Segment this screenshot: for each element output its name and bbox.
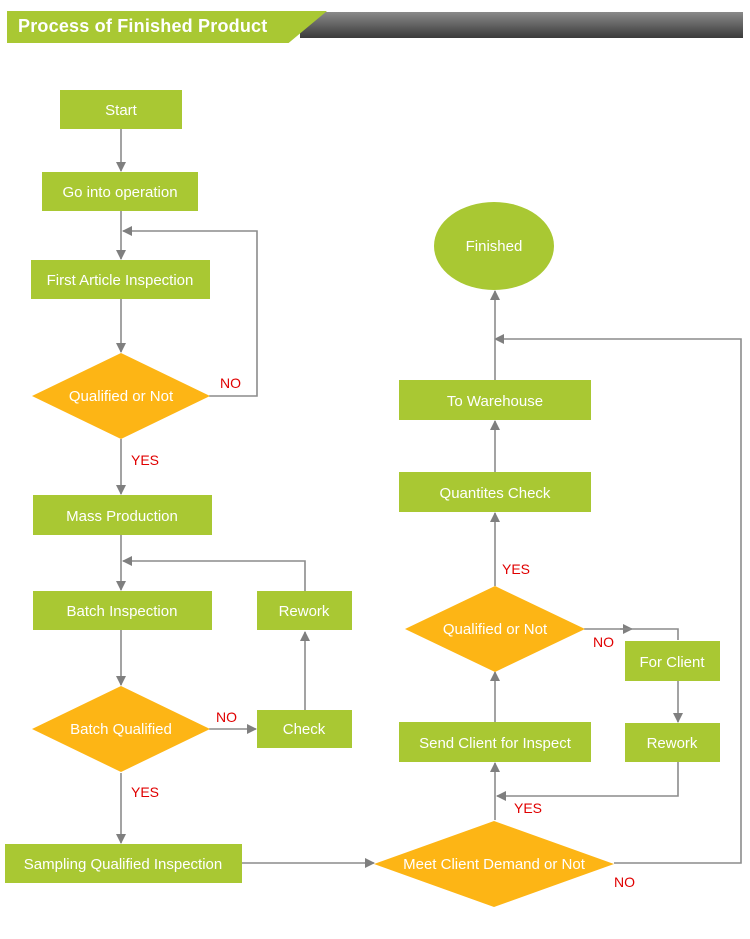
page-title: Process of Finished Product bbox=[18, 16, 268, 36]
node-rework-1-label: Rework bbox=[279, 603, 330, 620]
node-warehouse: To Warehouse bbox=[399, 380, 591, 420]
label-q1-yes: YES bbox=[131, 452, 159, 468]
edge-rework-yes-loop bbox=[496, 762, 679, 801]
node-batch-inspection: Batch Inspection bbox=[33, 591, 212, 630]
node-warehouse-label: To Warehouse bbox=[447, 393, 543, 410]
header-tab bbox=[7, 11, 327, 43]
node-batch-inspection-label: Batch Inspection bbox=[67, 603, 178, 620]
node-operation-label: Go into operation bbox=[62, 184, 177, 201]
node-meet-client-label: Meet Client Demand or Not bbox=[403, 856, 586, 873]
node-batch-qualified: Batch Qualified bbox=[32, 686, 210, 772]
edge-rework-loop bbox=[122, 556, 306, 591]
edge-meet-no-loop bbox=[494, 334, 742, 864]
edge-qualified-no-loop bbox=[122, 226, 258, 397]
node-qualified-1: Qualified or Not bbox=[32, 353, 210, 439]
node-qualified-2-label: Qualified or Not bbox=[443, 621, 548, 638]
connectors bbox=[116, 129, 742, 868]
node-for-client: For Client bbox=[625, 641, 720, 681]
node-mass-production-label: Mass Production bbox=[66, 508, 178, 525]
node-mass-production: Mass Production bbox=[33, 495, 212, 535]
label-mc-yes: YES bbox=[514, 800, 542, 816]
header-dark-bar bbox=[300, 12, 743, 38]
label-bq-yes: YES bbox=[131, 784, 159, 800]
label-q2-no: NO bbox=[593, 634, 614, 650]
node-quantities-check: Quantites Check bbox=[399, 472, 591, 512]
node-first-article: First Article Inspection bbox=[31, 260, 210, 299]
node-start-label: Start bbox=[105, 102, 138, 119]
label-q2-yes: YES bbox=[502, 561, 530, 577]
node-rework-2-label: Rework bbox=[647, 735, 698, 752]
node-first-article-label: First Article Inspection bbox=[47, 272, 194, 289]
node-check-label: Check bbox=[283, 721, 326, 738]
node-rework-1: Rework bbox=[257, 591, 352, 630]
node-batch-qualified-label: Batch Qualified bbox=[70, 721, 172, 738]
edge-for-client-line bbox=[620, 628, 679, 640]
node-send-client: Send Client for Inspect bbox=[399, 722, 591, 762]
node-operation: Go into operation bbox=[42, 172, 198, 211]
node-for-client-label: For Client bbox=[639, 654, 705, 671]
label-q1-no: NO bbox=[220, 375, 241, 391]
node-check: Check bbox=[257, 710, 352, 748]
node-sampling: Sampling Qualified Inspection bbox=[5, 844, 242, 883]
node-finished: Finished bbox=[434, 202, 554, 290]
node-quantities-check-label: Quantites Check bbox=[440, 485, 551, 502]
node-start: Start bbox=[60, 90, 182, 129]
node-qualified-2: Qualified or Not bbox=[405, 586, 585, 672]
node-meet-client: Meet Client Demand or Not bbox=[374, 821, 614, 907]
node-finished-label: Finished bbox=[466, 238, 523, 255]
label-bq-no: NO bbox=[216, 709, 237, 725]
node-sampling-label: Sampling Qualified Inspection bbox=[24, 856, 222, 873]
node-qualified-1-label: Qualified or Not bbox=[69, 388, 174, 405]
node-rework-2: Rework bbox=[625, 723, 720, 762]
header: Process of Finished Product bbox=[0, 0, 750, 44]
label-mc-no: NO bbox=[614, 874, 635, 890]
node-send-client-label: Send Client for Inspect bbox=[419, 735, 572, 752]
